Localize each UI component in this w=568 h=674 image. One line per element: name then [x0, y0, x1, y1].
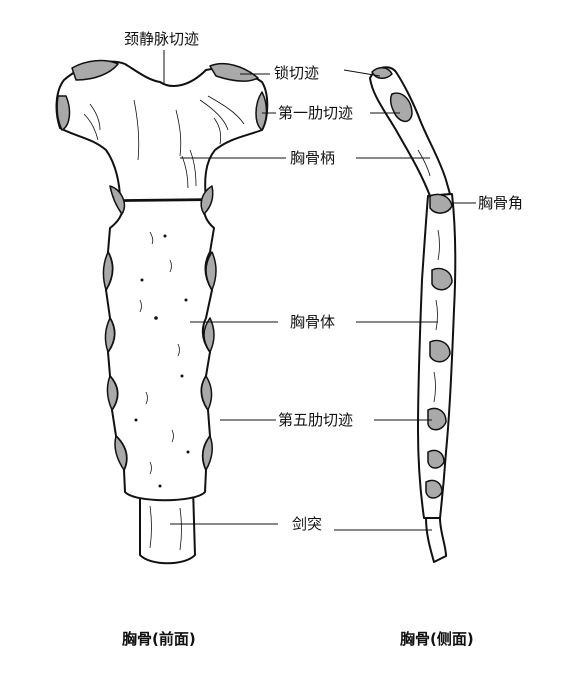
sternum-side-view: [369, 66, 457, 563]
label-fifth-costal-notch: 第五肋切迹: [278, 411, 354, 429]
label-jugular-notch: 颈静脉切迹: [124, 30, 200, 48]
bone-dots-front: [134, 234, 190, 488]
leader-clavicular-notch-side: [343, 69, 381, 77]
label-sternal-angle: 胸骨角: [478, 194, 524, 212]
leader-lines: [163, 50, 476, 531]
label-sternal-body: 胸骨体: [290, 313, 336, 331]
bone-texture-side: [417, 149, 440, 403]
sternum-front-view: [55, 59, 269, 565]
xiphoid-process-front: [139, 487, 196, 565]
label-manubrium: 胸骨柄: [290, 149, 336, 167]
label-xiphoid: 剑突: [292, 515, 323, 533]
manubrium-side: [369, 66, 451, 197]
caption-front-view: 胸骨(前面): [122, 630, 196, 648]
costal-cartilage-facets-front: [56, 59, 268, 471]
manubrium-front: [55, 60, 269, 202]
label-clavicular-notch: 锁切迹: [274, 64, 320, 82]
caption-side-view: 胸骨(侧面): [400, 630, 474, 648]
bone-texture-front: [83, 95, 245, 551]
label-first-costal-notch: 第一肋切迹: [278, 104, 354, 122]
costal-cartilage-facets-side: [371, 67, 453, 499]
xiphoid-process-side: [425, 517, 447, 563]
